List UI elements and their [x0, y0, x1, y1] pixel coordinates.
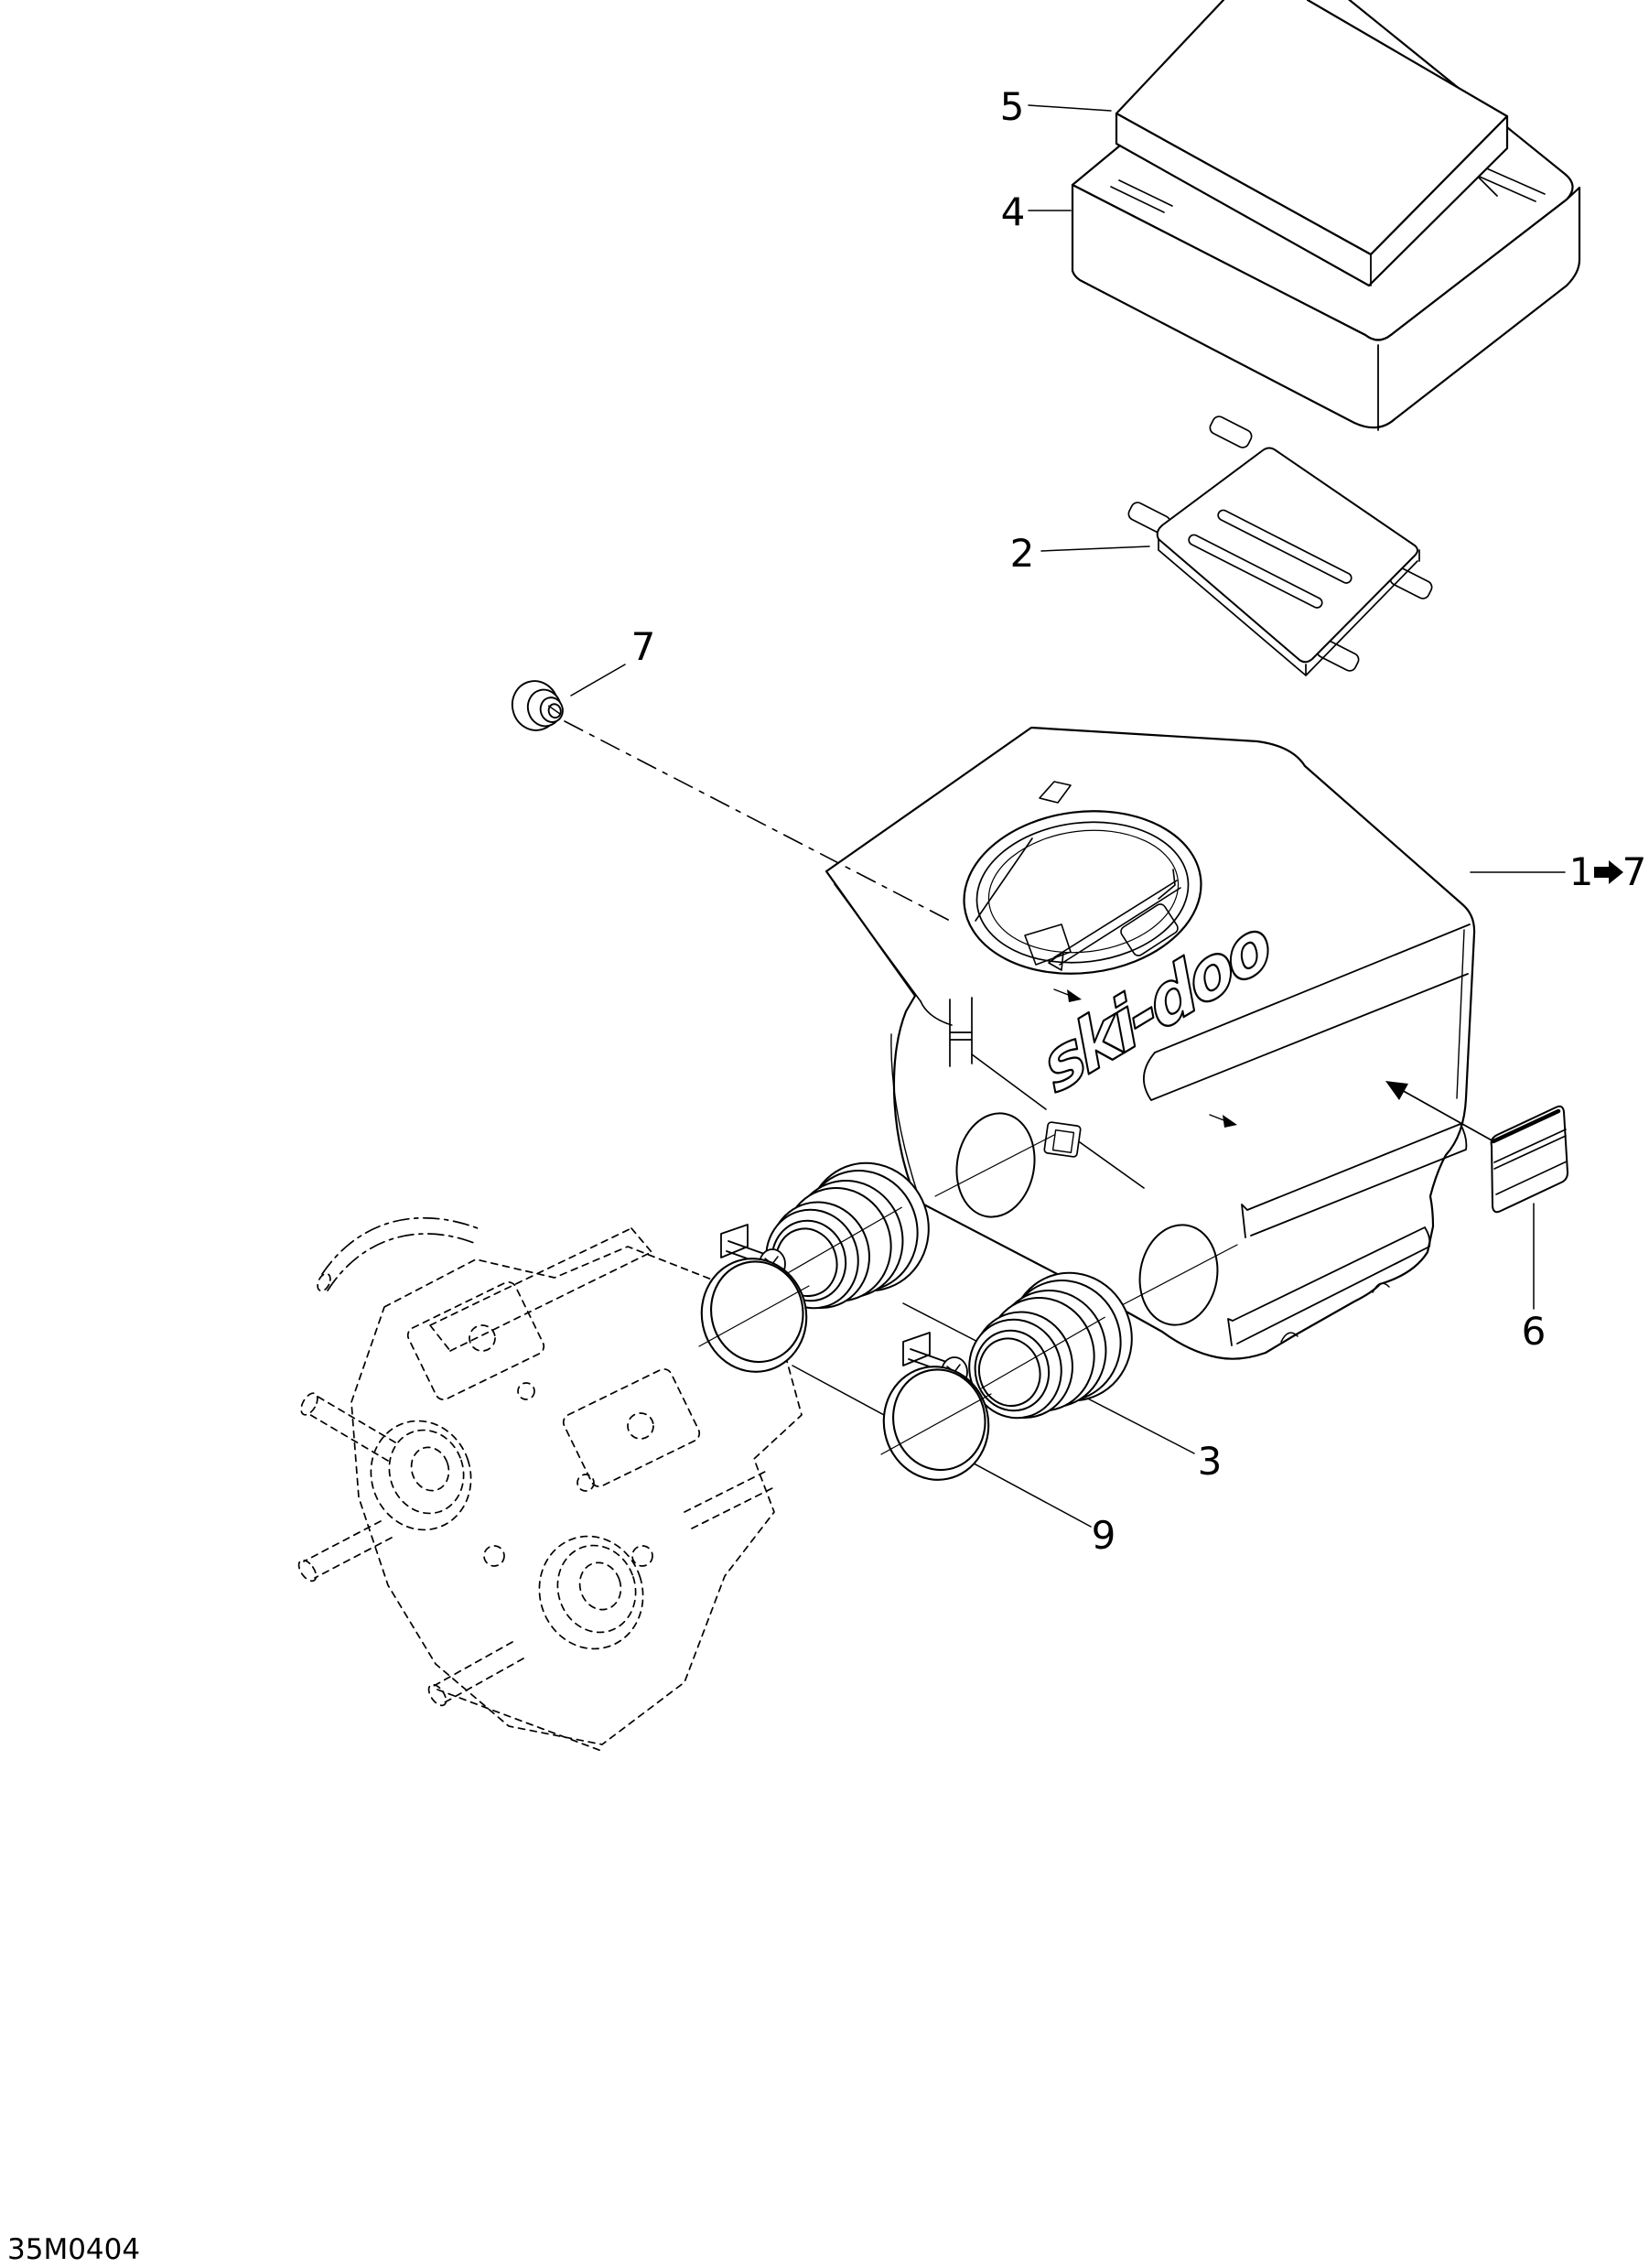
- seam-arrow-icon: [1223, 1115, 1237, 1128]
- callout-2: 2: [1010, 531, 1035, 576]
- grommet-part7: [511, 680, 564, 731]
- arrow-right-icon: [1594, 860, 1623, 884]
- adapter-sleeves-part3: [765, 1161, 1133, 1420]
- airbox-assembly: ski-doo: [824, 726, 1476, 1360]
- decal-position-arrow: [1399, 1088, 1494, 1142]
- callout-5: 5: [1000, 84, 1025, 129]
- callout-1to7-to: 7: [1622, 849, 1647, 894]
- leader-line-5: [1028, 104, 1112, 112]
- callout-6: 6: [1522, 1309, 1547, 1354]
- callout-9: 9: [1092, 1513, 1116, 1558]
- decal-part6: [1490, 1105, 1568, 1214]
- intake-port-opening: [1138, 1224, 1219, 1326]
- hose-clamps-part9: [698, 1224, 992, 1481]
- callout-1-to-7: 1 7: [1569, 849, 1647, 894]
- drawing-code: 35M0404: [7, 2233, 140, 2266]
- seam-arrow-icon: [1067, 989, 1082, 1002]
- callout-7: 7: [631, 624, 656, 669]
- baffle-plate-part2: [1127, 416, 1433, 676]
- assembly-axis-line-7: [564, 720, 954, 923]
- callout-4: 4: [1001, 189, 1026, 234]
- callout-3: 3: [1198, 1439, 1223, 1484]
- leader-line-2: [1040, 545, 1150, 552]
- engine-carburetor-phantom: [297, 1216, 803, 1753]
- leader-line-7: [570, 664, 626, 697]
- callouts: 5 4 2 7 1 7 6 3 9 35M0404: [7, 84, 1646, 2266]
- arrow-head-icon: [1385, 1081, 1408, 1100]
- filter-lid-part5: [1115, 0, 1509, 287]
- callout-1to7-from: 1: [1569, 849, 1594, 894]
- callout-leader-lines: [1028, 104, 1566, 1310]
- intake-port-opening: [955, 1112, 1036, 1218]
